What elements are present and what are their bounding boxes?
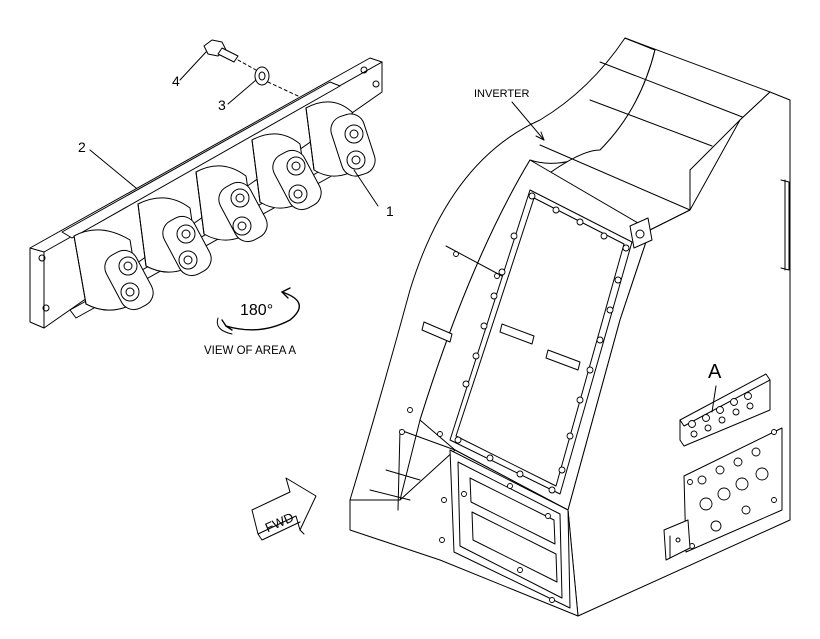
- rotation-label: 180°: [240, 302, 273, 319]
- inverter-label: INVERTER: [474, 88, 529, 100]
- rotation-arrow: [216, 287, 300, 335]
- bus-block-3: [195, 165, 268, 243]
- perforated-plate: [683, 427, 783, 553]
- callout-number: 1: [386, 203, 394, 219]
- callout-number: 2: [78, 139, 86, 155]
- vent-slots: [421, 321, 581, 371]
- terminal-strip-area-a: [679, 373, 771, 447]
- lower-frame: [439, 449, 571, 609]
- bus-block-1: [73, 229, 154, 311]
- flat-washer: [254, 66, 270, 86]
- corner-fitting: [629, 217, 653, 249]
- bus-block-4: [251, 133, 322, 211]
- bus-block-2: [137, 197, 212, 277]
- callout-number: 3: [218, 97, 226, 113]
- area-a-label: A: [708, 361, 722, 383]
- inverter-leader: [511, 101, 545, 141]
- mounting-bracket: [663, 519, 691, 561]
- terminal-bar-assembly: [29, 39, 383, 329]
- bus-block-5: [305, 101, 376, 177]
- callout-leaders: [89, 51, 379, 207]
- area-a-leader: [711, 385, 717, 413]
- view-caption: VIEW OF AREA A: [204, 345, 296, 357]
- inverter-cabinet: [349, 37, 791, 617]
- hex-bolt: [203, 39, 239, 63]
- panel-bolts: [454, 192, 630, 494]
- callout-number: 4: [172, 73, 180, 89]
- forward-arrow-icon: FWD: [251, 477, 317, 541]
